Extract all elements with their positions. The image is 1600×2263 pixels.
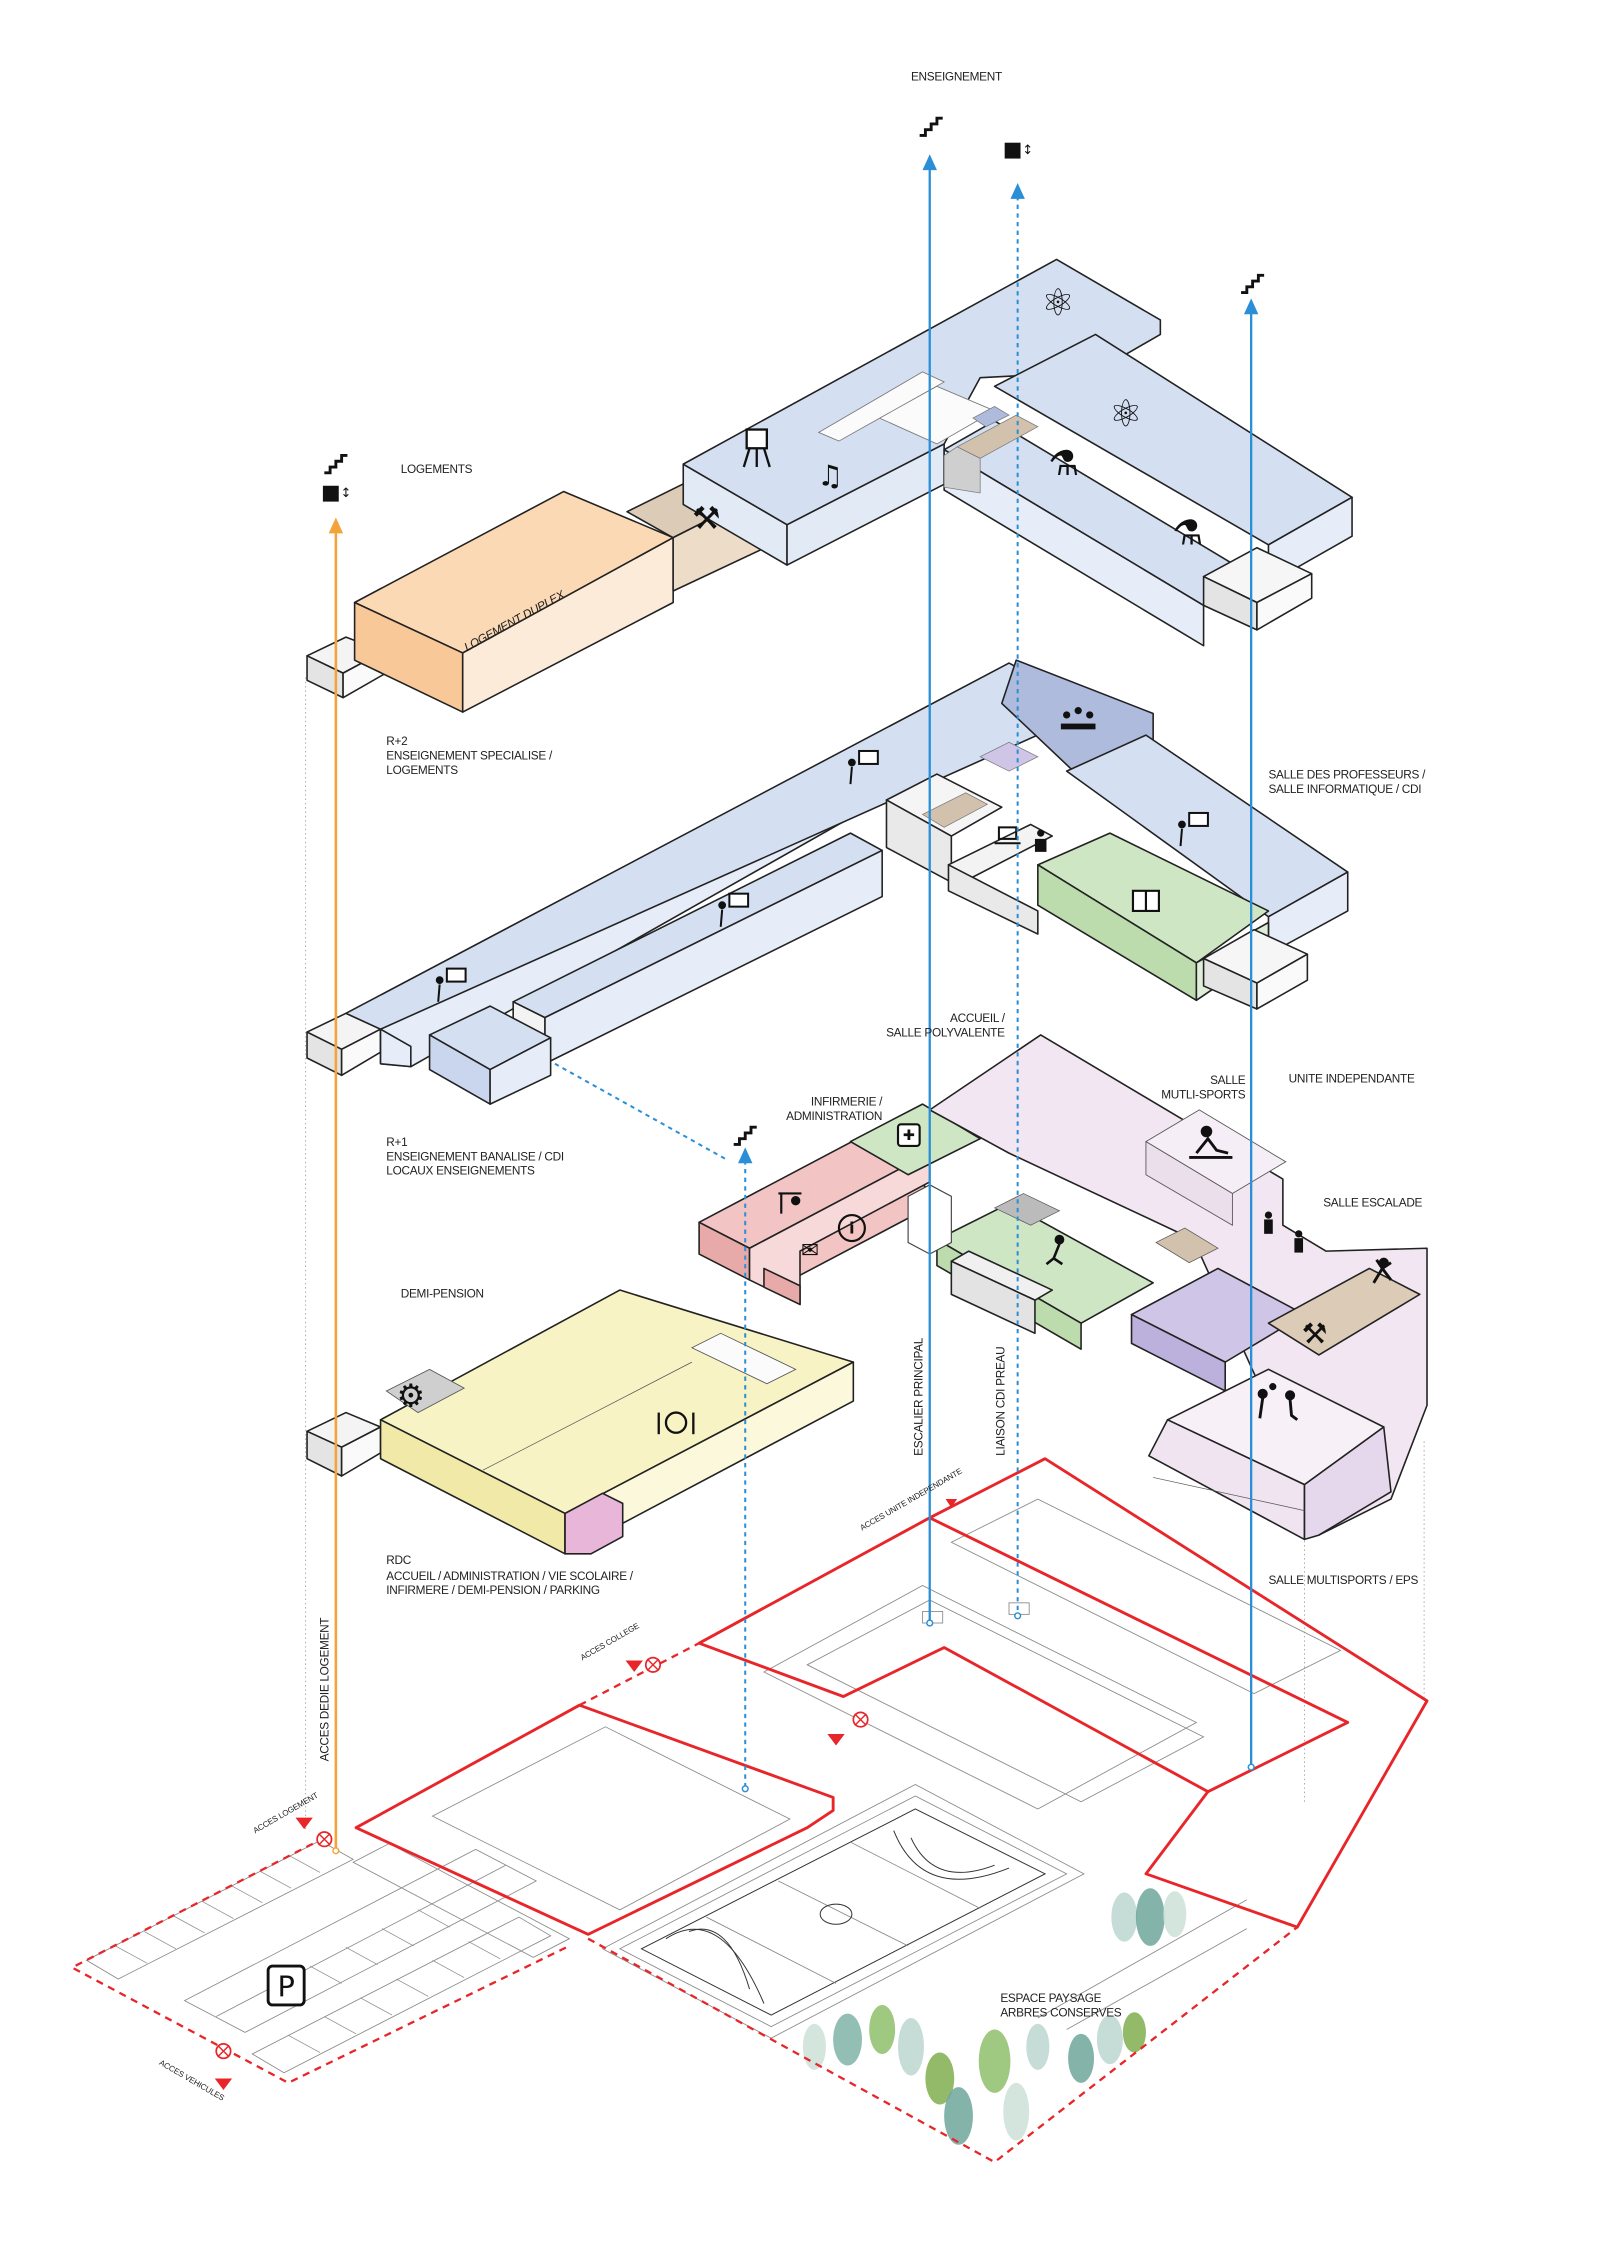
atom-icon: ⚛ [1109, 392, 1143, 436]
label-infirmerie-2: ADMINISTRATION [786, 1109, 882, 1123]
label-espace-paysage-2: ARBRES CONSERVES [1000, 2006, 1121, 2020]
label-escalier-principal: ESCALIER PRINCIPAL [912, 1337, 926, 1456]
access-point-icon [316, 1831, 333, 1848]
music-icon: ♫ [817, 459, 843, 493]
cutlery-icon [657, 1411, 695, 1435]
label-accueil-1: ACCUEIL / [950, 1011, 1006, 1025]
label-salle-multi-1: SALLE [1210, 1073, 1246, 1087]
computer-icon [994, 826, 1021, 845]
label-espace-paysage-1: ESPACE PAYSAGE [1000, 1991, 1101, 2005]
svg-text:↕: ↕ [1022, 143, 1033, 158]
label-r2-line1: ENSEIGNEMENT SPECIALISE / [386, 749, 553, 763]
label-rdc-line2: INFIRMERE / DEMI-PENSION / PARKING [386, 1583, 600, 1597]
svg-text:P: P [277, 1969, 294, 2003]
parking-area: P [85, 1840, 571, 2074]
circulation-lines [328, 154, 1259, 1855]
label-liaison-cdi-preau: LIAISON CDI PREAU [994, 1347, 1008, 1456]
level-r1 [306, 659, 1349, 1105]
level-rdc: ⚙ i [306, 1034, 1428, 1555]
access-point-icon [852, 1711, 869, 1728]
atom-icon: ⚛ [1041, 281, 1075, 325]
label-acces-dedie-logement: ACCES DEDIE LOGEMENT [318, 1618, 332, 1762]
label-r1-line1: ENSEIGNEMENT BANALISE / CDI [386, 1149, 564, 1163]
label-acces-college: ACCES COLLEGE [579, 1621, 642, 1662]
mail-icon: ✉ [801, 1239, 819, 1264]
label-r2-line2: LOGEMENTS [386, 763, 458, 777]
general-teaching-block [345, 659, 1349, 1105]
label-salle-multisports-eps: SALLE MULTISPORTS / EPS [1268, 1573, 1418, 1587]
info-icon: i [837, 1214, 866, 1243]
stairs-icon [1241, 273, 1265, 295]
label-demi-pension: DEMI-PENSION [401, 1286, 484, 1300]
label-acces-vehicules: ACCES VEHICULES [158, 2058, 226, 2103]
label-r1-line2: LOCAUX ENSEIGNEMENTS [386, 1164, 535, 1178]
level-r2: LOGEMENT DUPLEX ⚒ [306, 258, 1353, 713]
demi-pension-block [379, 1289, 855, 1555]
label-salle-escalade: SALLE ESCALADE [1323, 1195, 1422, 1209]
specialised-teaching-block [682, 258, 1353, 647]
desk-icon [778, 1192, 802, 1214]
svg-text:♿: ♿ [1007, 143, 1019, 158]
svg-text:✚: ✚ [903, 1128, 915, 1144]
label-logements: LOGEMENTS [401, 462, 473, 476]
climbing-icon [1372, 1257, 1393, 1284]
labels: ENSEIGNEMENT LOGEMENTS R+2 ENSEIGNEMENT … [158, 70, 1427, 2103]
medical-kit-icon: ✚ [896, 1123, 921, 1147]
svg-text:♿: ♿ [325, 486, 337, 501]
label-rdc-line1: ACCUEIL / ADMINISTRATION / VIE SCOLAIRE … [386, 1569, 633, 1583]
teacher-board-icon [435, 967, 467, 1002]
access-arrow-icons [214, 1499, 958, 2091]
tools-icon: ⚒ [692, 501, 720, 537]
fitness-icon [1189, 1125, 1233, 1159]
svg-text:↕: ↕ [341, 486, 352, 501]
access-point-icon [215, 2043, 232, 2060]
teacher-board-icon [847, 749, 879, 785]
label-salle-multi-2: MUTLI-SPORTS [1161, 1087, 1246, 1101]
label-rdc-level: RDC [386, 1553, 411, 1567]
stairs-icon [919, 116, 943, 137]
site-boundary [69, 1457, 1429, 2164]
parking-icon: P [266, 1964, 306, 2007]
label-accueil-2: SALLE POLYVALENTE [886, 1025, 1005, 1039]
gear-icon: ⚙ [397, 1379, 425, 1415]
landscape-trees [802, 1888, 1248, 2145]
label-infirmerie-1: INFIRMERIE / [811, 1095, 883, 1109]
access-point-icon [644, 1656, 662, 1673]
ground-plan: P [69, 1457, 1429, 2164]
tools-icon: ⚒ [1302, 1316, 1328, 1350]
flask-icon: ⚗ [1172, 513, 1203, 553]
meeting-icon [1060, 707, 1096, 730]
teacher-board-icon [1178, 811, 1209, 847]
sports-court [601, 1783, 1085, 2039]
book-icon [1131, 889, 1160, 913]
elevator-icon: ♿↕ [1004, 142, 1033, 159]
svg-text:i: i [849, 1219, 854, 1238]
easel-icon [742, 428, 771, 468]
stairs-icon [733, 1125, 757, 1146]
stairs-icon [324, 454, 348, 475]
label-r2-level: R+2 [386, 734, 407, 748]
flask-icon: ⚗ [1048, 444, 1079, 484]
student-icon [1034, 829, 1047, 852]
label-salle-profs-2: SALLE INFORMATIQUE / CDI [1268, 782, 1421, 796]
changing-room-icon [1264, 1211, 1304, 1253]
elevator-icon: ♿↕ [322, 485, 352, 502]
sports-unit-block [907, 1034, 1428, 1541]
housing-duplex-block: LOGEMENT DUPLEX [353, 490, 674, 713]
teacher-board-icon [718, 892, 750, 927]
label-salle-profs-1: SALLE DES PROFESSEURS / [1268, 767, 1426, 781]
label-unite-independante: UNITE INDEPENDANTE [1289, 1071, 1415, 1085]
label-enseignement: ENSEIGNEMENT [911, 70, 1002, 84]
label-r1-level: R+1 [386, 1135, 407, 1149]
basketball-icon [1257, 1383, 1299, 1421]
preau-activity-icon [1045, 1234, 1065, 1266]
label-acces-logement: ACCES LOGEMENT [252, 1791, 320, 1836]
